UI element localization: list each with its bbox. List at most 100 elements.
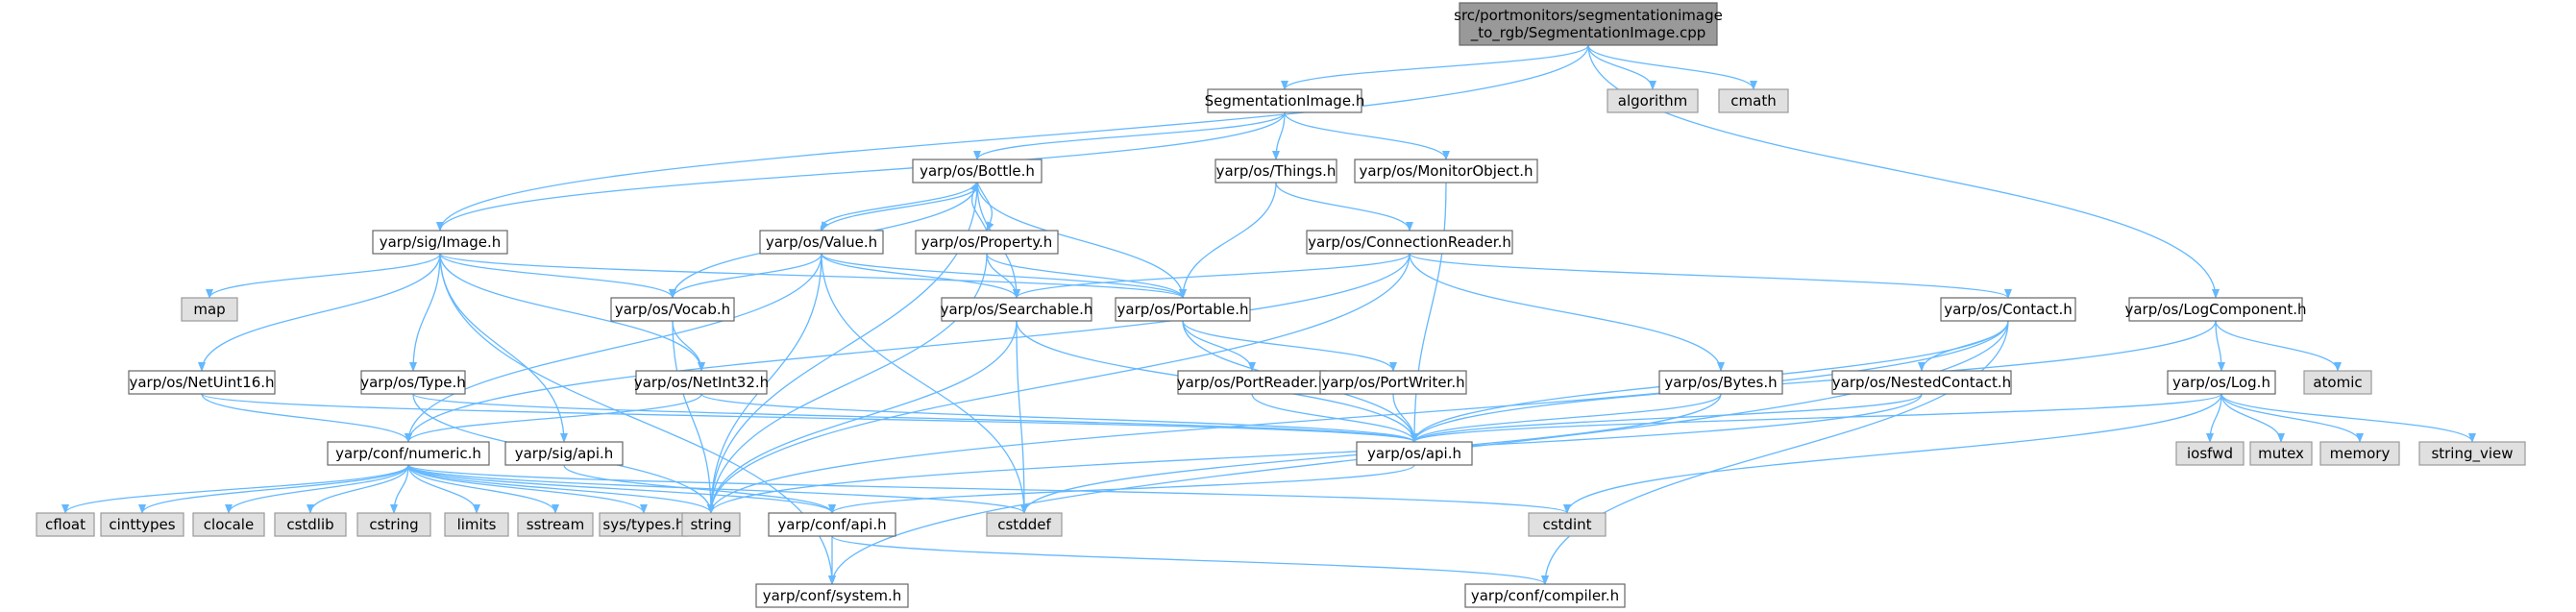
edge-root-to-cmath (1587, 44, 1757, 90)
node-box (327, 441, 490, 466)
node-label: string_view (2431, 445, 2513, 463)
edge-vocab-to-string (672, 320, 715, 514)
node-box (1528, 512, 1607, 537)
node-sstream: sstream (517, 512, 594, 537)
edge-things-to-connreader (1275, 182, 1413, 232)
node-label: yarp/os/PortReader.h (1177, 374, 1328, 391)
node-nestedcontact[interactable]: yarp/os/NestedContact.h (1831, 370, 2012, 395)
edge-root-to-segimg (1281, 44, 1589, 90)
node-portreader[interactable]: yarp/os/PortReader.h (1177, 370, 1328, 395)
node-portwriter[interactable]: yarp/os/PortWriter.h (1319, 370, 1467, 395)
node-box (504, 441, 624, 466)
node-box (1658, 370, 1783, 395)
node-sigapi[interactable]: yarp/sig/api.h (504, 441, 624, 466)
node-label: yarp/os/Searchable.h (941, 301, 1093, 318)
node-netuint16[interactable]: yarp/os/NetUint16.h (128, 370, 276, 395)
node-sigimage[interactable]: yarp/sig/Image.h (372, 230, 508, 255)
edge-connreader-to-string (707, 253, 1411, 514)
node-box (1459, 2, 1718, 46)
node-contact[interactable]: yarp/os/Contact.h (1940, 297, 2076, 322)
node-label: yarp/os/Bytes.h (1664, 374, 1777, 391)
node-box (2303, 370, 2372, 395)
node-things[interactable]: yarp/os/Things.h (1214, 159, 1337, 184)
node-label: yarp/os/NestedContact.h (1832, 374, 2011, 391)
node-label: mutex (2258, 445, 2304, 462)
edge-value-to-vocab (669, 253, 822, 299)
node-connreader[interactable]: yarp/os/ConnectionReader.h (1306, 230, 1513, 255)
node-type[interactable]: yarp/os/Type.h (360, 370, 466, 395)
node-box (1207, 88, 1362, 113)
node-box (1319, 370, 1467, 395)
edge-portable-to-portwriter (1182, 320, 1397, 372)
node-searchable[interactable]: yarp/os/Searchable.h (941, 297, 1093, 322)
node-label: yarp/os/PortWriter.h (1321, 374, 1464, 391)
node-box (1177, 370, 1327, 395)
node-label: yarp/conf/api.h (777, 516, 886, 533)
edge-osapi-to-confapi (828, 464, 1415, 514)
node-system[interactable]: yarp/conf/system.h (755, 583, 909, 608)
node-box (2249, 441, 2313, 466)
node-numeric[interactable]: yarp/conf/numeric.h (327, 441, 490, 466)
node-label: cstdlib (286, 516, 333, 533)
node-root[interactable]: src/portmonitors/segmentationimage_to_rg… (1454, 2, 1723, 46)
node-box (635, 370, 768, 395)
edge-value-to-searchable (821, 253, 1020, 299)
edge-numeric-to-cstdlib (307, 464, 409, 514)
edge-sigapi-to-confapi (563, 464, 836, 514)
node-label: sys/types.h (602, 516, 684, 533)
node-box (356, 512, 431, 537)
node-box (1940, 297, 2076, 322)
node-label: yarp/os/NetInt32.h (634, 374, 769, 391)
node-string: string (681, 512, 741, 537)
node-bottle[interactable]: yarp/os/Bottle.h (912, 159, 1043, 184)
node-label: memory (2330, 445, 2391, 462)
node-label: iosfwd (2187, 445, 2233, 462)
node-label: src/portmonitors/segmentationimage (1454, 7, 1723, 24)
node-vocab[interactable]: yarp/os/Vocab.h (610, 297, 735, 322)
node-box (1356, 441, 1473, 466)
edge-bottle-to-property (976, 182, 994, 232)
edge-root-to-logcomponent (1587, 44, 2220, 299)
edge-numeric-to-string (407, 464, 715, 514)
node-log[interactable]: yarp/os/Log.h (2167, 370, 2276, 395)
edge-numeric-to-systypes (407, 464, 648, 514)
node-label: yarp/conf/compiler.h (1471, 587, 1619, 604)
edge-segimg-to-bottle (973, 111, 1286, 160)
node-value[interactable]: yarp/os/Value.h (759, 230, 884, 255)
edge-logcomponent-to-osapi (1411, 320, 2217, 443)
edge-sigimage-to-vocab (439, 253, 676, 299)
node-osapi[interactable]: yarp/os/api.h (1356, 441, 1473, 466)
edge-confapi-to-compiler (831, 535, 1549, 585)
node-logcomponent[interactable]: yarp/os/LogComponent.h (2124, 297, 2307, 322)
node-box (1115, 297, 1251, 322)
node-property[interactable]: yarp/os/Property.h (915, 230, 1059, 255)
node-box (1464, 583, 1626, 608)
node-confapi[interactable]: yarp/conf/api.h (768, 512, 896, 537)
node-compiler[interactable]: yarp/conf/compiler.h (1464, 583, 1626, 608)
edge-root-to-algorithm (1587, 44, 1656, 90)
edge-log-to-memory (2220, 393, 2364, 443)
node-cstring: cstring (356, 512, 431, 537)
edge-root-to-sigimage (436, 44, 1589, 232)
node-box (192, 512, 265, 537)
node-bytes[interactable]: yarp/os/Bytes.h (1658, 370, 1783, 395)
node-label: yarp/os/Bottle.h (920, 162, 1035, 180)
node-box (1718, 88, 1789, 113)
node-box (2175, 441, 2245, 466)
edge-log-to-osapi (1411, 393, 2222, 443)
node-memory: memory (2319, 441, 2400, 466)
node-box (372, 230, 508, 255)
node-netint32[interactable]: yarp/os/NetInt32.h (634, 370, 769, 395)
edge-log-to-iosfwd (2206, 393, 2222, 443)
node-portable[interactable]: yarp/os/Portable.h (1115, 297, 1251, 322)
node-label: sstream (527, 516, 584, 533)
node-box (2167, 370, 2276, 395)
edge-type-to-osapi (412, 393, 1418, 443)
edge-value-to-cstddef (821, 253, 1028, 514)
node-label: yarp/sig/Image.h (380, 233, 502, 251)
node-monitorobject[interactable]: yarp/os/MonitorObject.h (1354, 159, 1538, 184)
node-segimg[interactable]: SegmentationImage.h (1205, 88, 1365, 113)
edge-portwriter-to-osapi (1392, 393, 1418, 443)
node-box (912, 159, 1043, 184)
edge-sigimage-to-type (409, 253, 441, 372)
